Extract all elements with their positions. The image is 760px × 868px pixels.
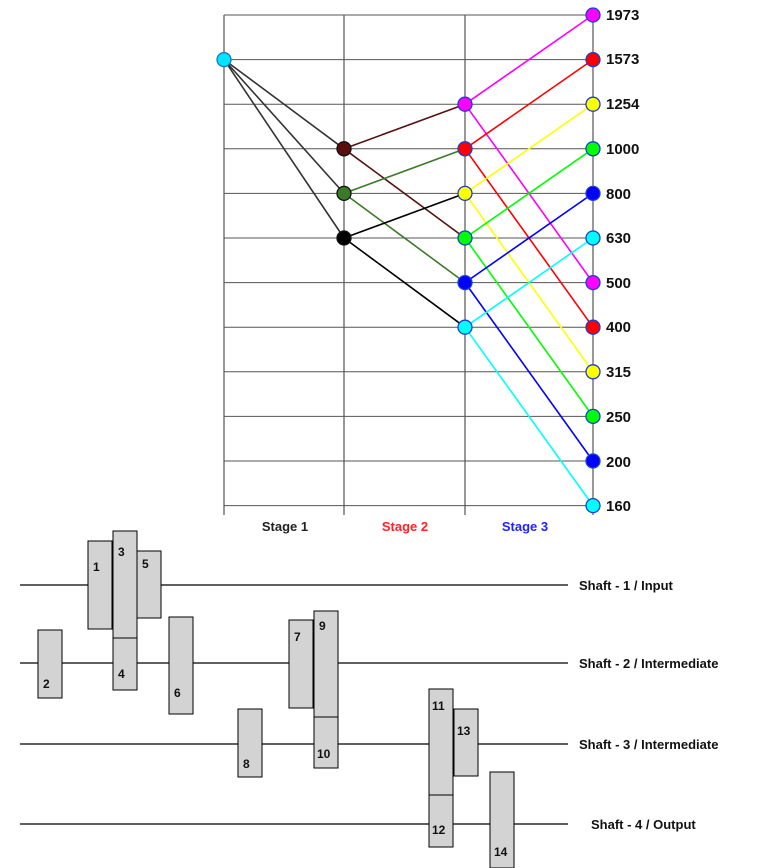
gear-number-2: 2: [43, 677, 50, 691]
ray-stage2-to-output: [464, 237, 594, 328]
speed-label-160: 160: [606, 498, 631, 515]
shaft-labels: Shaft - 1 / Input Shaft - 2 / Intermedia…: [579, 578, 718, 832]
speed-label-1973: 1973: [606, 7, 639, 24]
speed-nodes: [216, 7, 601, 514]
shaft-4-label: Shaft - 4 / Output: [591, 817, 696, 832]
gear-number-8: 8: [243, 757, 250, 771]
speed-label-400: 400: [606, 319, 631, 336]
output-speed-node: [585, 141, 601, 157]
speed-label-1573: 1573: [606, 51, 639, 68]
shaft-2-label: Shaft - 2 / Intermediate: [579, 656, 718, 671]
gears: [37, 530, 515, 868]
gear-9: [313, 610, 339, 718]
output-speed-node: [585, 497, 601, 514]
stage-1-label: Stage 1: [262, 519, 308, 534]
stage1-speed-node: [336, 141, 352, 157]
stage-2-label: Stage 2: [382, 519, 428, 534]
ray-diagram-grid: [223, 14, 594, 515]
gear-number-10: 10: [317, 747, 331, 761]
ray-stage2-to-output: [464, 192, 594, 284]
gear-5: [136, 550, 162, 619]
shaft-3-label: Shaft - 3 / Intermediate: [579, 737, 718, 752]
gear-6: [168, 616, 194, 715]
ray-stage1-to-stage2: [343, 148, 466, 239]
stage1-speed-node: [336, 230, 352, 246]
output-speed-node: [585, 230, 601, 246]
speed-label-1000: 1000: [606, 141, 639, 158]
output-speed-node: [585, 408, 601, 425]
ray-stage2-to-output: [464, 326, 594, 507]
shaft-1-label: Shaft - 1 / Input: [579, 578, 674, 593]
input-speed-node: [216, 51, 232, 68]
gear-4: [112, 637, 138, 691]
ray-input-to-stage1: [223, 59, 345, 239]
gear-number-12: 12: [432, 823, 446, 837]
ray-stage1-to-stage2: [343, 148, 466, 195]
gear-number-4: 4: [118, 667, 125, 681]
ray-stage2-to-output: [464, 58, 594, 150]
ray-stage1-to-stage2: [343, 103, 466, 150]
stage1-speed-node: [336, 185, 352, 202]
gear-8: [237, 708, 263, 778]
gear-number-14: 14: [494, 845, 508, 859]
gear-number-3: 3: [118, 545, 125, 559]
output-speed-node: [585, 453, 601, 469]
gear-number-6: 6: [174, 686, 181, 700]
stage2-speed-node: [457, 274, 473, 291]
ray-stage2-to-output: [464, 14, 594, 105]
ray-input-to-stage1: [223, 59, 345, 194]
ray-stage2-to-output: [464, 103, 594, 195]
gear-7: [288, 619, 314, 709]
speed-label-630: 630: [606, 230, 631, 247]
speed-labels: 1973 1573 1254 1000 800 630 500 400 315 …: [606, 7, 640, 515]
speed-label-500: 500: [606, 275, 631, 292]
gear-number-13: 13: [457, 724, 471, 738]
output-speed-node: [585, 319, 601, 335]
gear-1: [87, 540, 113, 630]
gear-10: [313, 716, 339, 769]
gear-number-9: 9: [319, 619, 326, 633]
stage2-speed-node: [457, 96, 473, 112]
output-speed-node: [585, 96, 601, 112]
gear-number-7: 7: [294, 630, 301, 644]
gear-number-1: 1: [93, 560, 100, 574]
ray-stage1-to-stage2: [343, 237, 466, 328]
output-speed-node: [585, 51, 601, 68]
gear-number-5: 5: [142, 557, 149, 571]
stage2-speed-node: [457, 141, 473, 157]
gear-3: [112, 530, 138, 639]
ray-stage2-to-output: [464, 148, 594, 239]
ray-stage1-to-stage2: [343, 192, 466, 284]
gear-11: [428, 688, 454, 796]
gear-numbers: 1 2 3 4 5 6 7 8 9 10 11 12 13 14: [43, 545, 508, 859]
speed-label-200: 200: [606, 454, 631, 471]
gear-13: [453, 708, 479, 777]
speed-label-1254: 1254: [606, 96, 640, 113]
gear-12: [428, 794, 454, 848]
ray-input-to-stage1: [223, 58, 345, 150]
speed-label-250: 250: [606, 409, 631, 426]
stage2-speed-node: [457, 185, 473, 202]
output-speed-node: [585, 7, 601, 23]
gear-2: [37, 629, 63, 699]
stage2-speed-node: [457, 319, 473, 335]
output-speed-node: [585, 185, 601, 202]
ray-stage1-to-stage2: [343, 192, 466, 239]
gear-14: [489, 771, 515, 868]
output-speed-node: [585, 274, 601, 291]
stage2-speed-node: [457, 230, 473, 246]
gear-number-11: 11: [432, 699, 445, 713]
speed-label-800: 800: [606, 186, 631, 203]
speed-label-315: 315: [606, 364, 631, 381]
stage-3-label: Stage 3: [502, 519, 548, 534]
speed-rays: [223, 14, 594, 507]
stage-labels: Stage 1 Stage 2 Stage 3: [262, 519, 548, 534]
output-speed-node: [585, 364, 601, 380]
